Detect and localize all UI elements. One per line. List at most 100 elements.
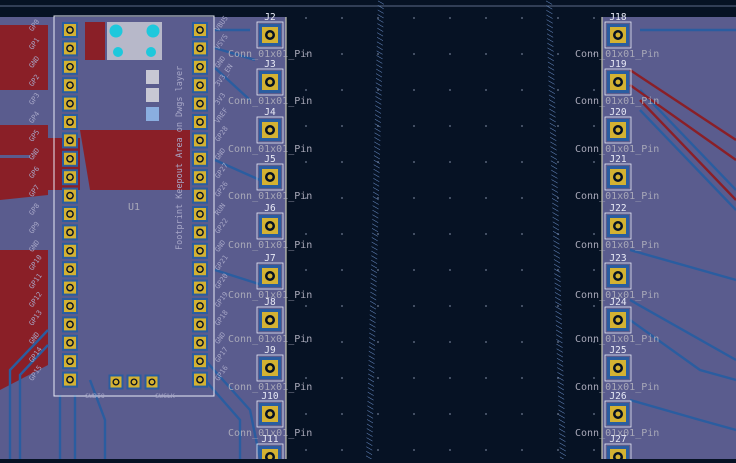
u1-fab-text: Footprint Keepout Area on Dwgs layer [175,66,185,250]
u1-pin-right[interactable] [192,40,208,57]
swd-label: SWDIO [85,392,105,400]
connector-ref: J22 [609,203,626,214]
u1-pin-right[interactable] [192,95,208,112]
test-pad [146,70,159,84]
u1-pin-right[interactable] [192,206,208,222]
u1-pin-right[interactable] [192,353,208,370]
u1-pin-left[interactable] [62,150,78,167]
u1-pin-left[interactable] [62,206,78,222]
u1-pin-right[interactable] [192,261,208,278]
connector-value: Conn_01x01_Pin [228,96,312,107]
u1-pin-left[interactable] [62,353,78,370]
connector-value: Conn_01x01_Pin [575,290,659,301]
u1-pin-left[interactable] [62,22,78,38]
u1-pin-right[interactable] [192,316,208,333]
connector-value: Conn_01x01_Pin [228,144,312,155]
u1-pin-right[interactable] [192,298,208,314]
connector-ref: J25 [609,345,626,356]
connector-value: Conn_01x01_Pin [228,428,312,439]
u1-pin-right[interactable] [192,224,208,241]
connector-ref: J23 [609,253,626,264]
u1-pin-right[interactable] [192,150,208,167]
connector-value: Conn_01x01_Pin [575,334,659,345]
u1-pin-right[interactable] [192,242,208,259]
u1-pin-left[interactable] [62,187,78,204]
connector-ref: J2 [264,12,275,23]
u1-pin-left[interactable] [62,114,78,130]
u1-pin-right[interactable] [192,22,208,38]
footprint-u1[interactable]: U1 Footprint Keepout Area on Dwgs layer … [28,14,235,400]
connector-ref: J11 [261,434,278,445]
u1-pin-left[interactable] [62,224,78,241]
u1-pin-left[interactable] [62,371,78,388]
u1-pin-left[interactable] [62,298,78,314]
u1-pin-right[interactable] [192,77,208,94]
connector-value: Conn_01x01_Pin [228,290,312,301]
swd-pad[interactable] [126,374,142,390]
u1-pin-right[interactable] [192,169,208,186]
connector-ref: J8 [264,297,276,308]
connector-value: Conn_01x01_Pin [575,428,659,439]
swd-pad[interactable] [108,374,124,390]
connector-value: Conn_01x01_Pin [575,191,659,202]
connector-value: Conn_01x01_Pin [575,49,659,60]
connector-value: Conn_01x01_Pin [575,240,659,251]
test-pad [146,88,159,102]
u1-pin-right[interactable] [192,132,208,149]
connector-ref: J21 [609,154,626,165]
u1-pin-left[interactable] [62,316,78,333]
connector-value: Conn_01x01_Pin [228,382,312,393]
front-copper-traces-right [629,68,736,201]
connector-ref: J5 [264,154,275,165]
u1-pin-left[interactable] [62,95,78,112]
u1-pin-left[interactable] [62,279,78,296]
u1-pin-right[interactable] [192,187,208,204]
u1-pin-left[interactable] [62,334,78,351]
u1-pin-left[interactable] [62,40,78,57]
usb-mount-hole [146,47,156,57]
connector-ref: J9 [264,345,276,356]
keepout-strip-right [546,0,566,459]
connector-ref: J18 [609,12,626,23]
connector-value: Conn_01x01_Pin [575,382,659,393]
u1-pin-right[interactable] [192,114,208,130]
u1-pin-left[interactable] [62,261,78,278]
u1-pin-left[interactable] [62,77,78,94]
usb-mount-hole [113,47,123,57]
connector-value: Conn_01x01_Pin [228,191,312,202]
connector-value: Conn_01x01_Pin [575,96,659,107]
u1-pin-right[interactable] [192,334,208,351]
u1-pin-left[interactable] [62,242,78,259]
connector-value: Conn_01x01_Pin [228,49,312,60]
u1-pin-right[interactable] [192,371,208,388]
u1-pin-left[interactable] [62,132,78,149]
usb-mount-hole [146,24,160,38]
swd-pad[interactable] [144,374,160,390]
u1-pin-right[interactable] [192,279,208,296]
connector-ref: J6 [264,203,276,214]
u1-pin-left[interactable] [62,169,78,186]
u1-pin-left[interactable] [62,58,78,75]
u1-pin-right[interactable] [192,58,208,75]
swd-label: SWCLK [155,392,175,400]
